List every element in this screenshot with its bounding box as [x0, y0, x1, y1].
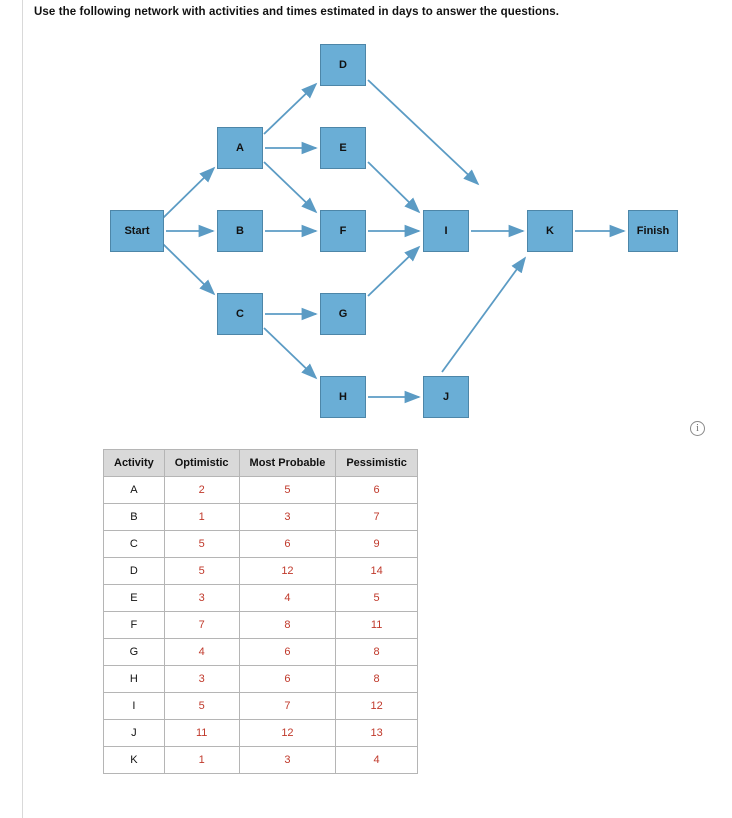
node-k-label: K [546, 225, 554, 237]
node-e-label: E [339, 142, 347, 154]
cell-pessimistic: 8 [335, 665, 418, 693]
node-finish: Finish [628, 210, 678, 252]
node-b-label: B [236, 225, 244, 237]
cell-most-probable: 6 [238, 638, 337, 666]
cell-pessimistic: 12 [335, 692, 418, 720]
cell-most-probable: 7 [238, 692, 337, 720]
node-start: Start [110, 210, 164, 252]
column-header-most-probable: Most Probable [238, 449, 337, 477]
cell-most-probable: 5 [238, 476, 337, 504]
node-k: K [527, 210, 573, 252]
node-a: A [217, 127, 263, 169]
cell-activity: D [103, 557, 165, 585]
cell-activity: B [103, 503, 165, 531]
cell-pessimistic: 8 [335, 638, 418, 666]
cell-activity: C [103, 530, 165, 558]
cell-pessimistic: 6 [335, 476, 418, 504]
node-i: I [423, 210, 469, 252]
page-title: Use the following network with activitie… [34, 6, 560, 18]
table-row: D 5 12 14 [103, 557, 418, 585]
cell-activity: H [103, 665, 165, 693]
cell-optimistic: 3 [163, 584, 240, 612]
project-network-diagram: Start A B C D E F G H I J K Finish [0, 34, 732, 424]
table-row: C 5 6 9 [103, 530, 418, 558]
cell-most-probable: 3 [238, 503, 337, 531]
cell-pessimistic: 13 [335, 719, 418, 747]
cell-pessimistic: 11 [335, 611, 418, 639]
node-g: G [320, 293, 366, 335]
cell-pessimistic: 14 [335, 557, 418, 585]
table-row: B 1 3 7 [103, 503, 418, 531]
node-f: F [320, 210, 366, 252]
cell-optimistic: 3 [163, 665, 240, 693]
cell-activity: K [103, 746, 165, 774]
activity-times-table: Activity Optimistic Most Probable Pessim… [103, 449, 418, 774]
info-icon[interactable]: i [690, 421, 705, 436]
node-c: C [217, 293, 263, 335]
page-left-rule [22, 0, 23, 818]
column-header-activity: Activity [103, 449, 165, 477]
cell-optimistic: 5 [163, 530, 240, 558]
node-finish-label: Finish [636, 225, 670, 237]
cell-most-probable: 12 [238, 557, 337, 585]
cell-optimistic: 11 [163, 719, 240, 747]
cell-most-probable: 6 [238, 665, 337, 693]
table-row: I 5 7 12 [103, 692, 418, 720]
cell-pessimistic: 7 [335, 503, 418, 531]
node-e: E [320, 127, 366, 169]
table-row: H 3 6 8 [103, 665, 418, 693]
node-d-label: D [339, 59, 347, 71]
cell-optimistic: 5 [163, 557, 240, 585]
cell-activity: G [103, 638, 165, 666]
table-row: F 7 8 11 [103, 611, 418, 639]
cell-optimistic: 2 [163, 476, 240, 504]
node-f-label: F [339, 225, 347, 237]
node-h-label: H [339, 391, 347, 403]
cell-pessimistic: 9 [335, 530, 418, 558]
table-row: E 3 4 5 [103, 584, 418, 612]
cell-optimistic: 1 [163, 503, 240, 531]
node-a-label: A [236, 142, 244, 154]
node-d: D [320, 44, 366, 86]
node-j: J [423, 376, 469, 418]
cell-activity: I [103, 692, 165, 720]
cell-most-probable: 4 [238, 584, 337, 612]
table-row: A 2 5 6 [103, 476, 418, 504]
node-start-label: Start [124, 225, 150, 237]
column-header-pessimistic: Pessimistic [335, 449, 418, 477]
node-b: B [217, 210, 263, 252]
node-i-label: I [444, 225, 448, 237]
network-arrows [162, 79, 626, 404]
cell-most-probable: 6 [238, 530, 337, 558]
table-row: J 11 12 13 [103, 719, 418, 747]
cell-optimistic: 1 [163, 746, 240, 774]
table-row: K 1 3 4 [103, 746, 418, 774]
node-j-label: J [442, 391, 450, 403]
node-c-label: C [236, 308, 244, 320]
cell-pessimistic: 4 [335, 746, 418, 774]
cell-most-probable: 3 [238, 746, 337, 774]
node-g-label: G [338, 308, 348, 320]
cell-optimistic: 4 [163, 638, 240, 666]
cell-optimistic: 5 [163, 692, 240, 720]
cell-pessimistic: 5 [335, 584, 418, 612]
table-row: G 4 6 8 [103, 638, 418, 666]
cell-activity: J [103, 719, 165, 747]
column-header-optimistic: Optimistic [163, 449, 240, 477]
cell-most-probable: 8 [238, 611, 337, 639]
node-h: H [320, 376, 366, 418]
table-header-row: Activity Optimistic Most Probable Pessim… [103, 449, 418, 477]
cell-activity: A [103, 476, 165, 504]
cell-most-probable: 12 [238, 719, 337, 747]
cell-optimistic: 7 [163, 611, 240, 639]
cell-activity: E [103, 584, 165, 612]
cell-activity: F [103, 611, 165, 639]
